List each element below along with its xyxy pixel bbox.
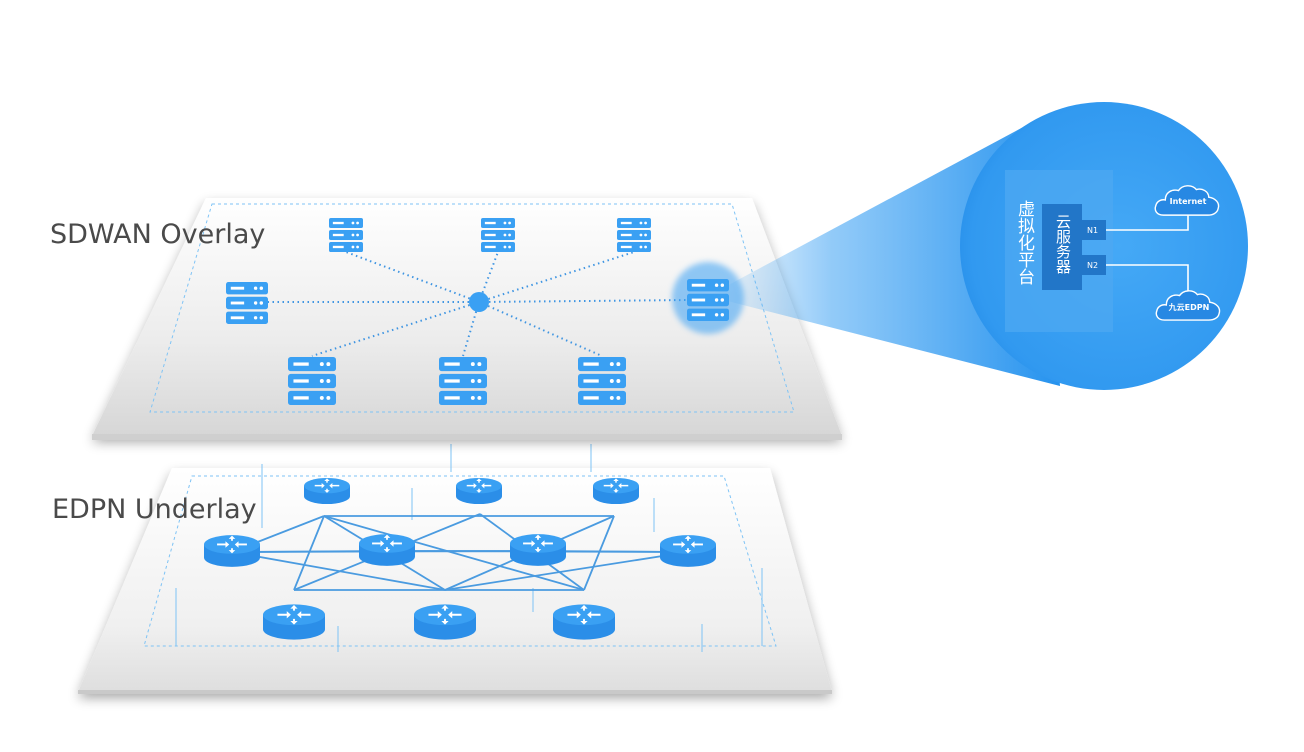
server-icon: [617, 218, 651, 252]
router-icon: [510, 534, 566, 566]
zoom-detail: 虚拟化平台 云服务器 N1 N2 Internet 九云EDPN: [960, 102, 1248, 390]
port-n2: [1082, 255, 1106, 275]
server-icon: [288, 357, 336, 405]
router-icon: [263, 604, 325, 640]
overlay-label: SDWAN Overlay: [50, 219, 265, 250]
server-icon: [226, 282, 268, 324]
vertical-guides: [175, 444, 763, 652]
router-icon: [456, 477, 502, 505]
overlay-plane: [92, 198, 842, 440]
cloud-server-box: [1042, 204, 1082, 290]
router-icon: [553, 604, 615, 640]
port-n1: [1082, 220, 1106, 240]
server-icon: [481, 218, 515, 252]
edpn-cloud-label: 九云EDPN: [1168, 302, 1210, 312]
platform-label: 虚拟化平台: [1014, 200, 1035, 285]
hub-dot-icon: [469, 292, 489, 312]
port-n2-label: N2: [1087, 261, 1098, 270]
underlay-label: EDPN Underlay: [52, 494, 257, 525]
internet-cloud-label: Internet: [1170, 197, 1207, 206]
router-icon: [593, 477, 639, 505]
overlay-links: [268, 251, 691, 357]
zoom-beam: [708, 118, 1060, 386]
server-icon: [329, 218, 363, 252]
underlay-mesh: [231, 513, 689, 591]
server-icon: [687, 279, 729, 321]
router-icon: [304, 477, 350, 505]
underlay-plane: [78, 468, 832, 694]
port-n1-label: N1: [1087, 226, 1098, 235]
cloud-server-label: 云服务器: [1054, 214, 1072, 274]
router-icon: [204, 535, 260, 567]
server-icon: [578, 357, 626, 405]
router-icon: [414, 604, 476, 640]
router-icon: [359, 534, 415, 566]
router-icon: [660, 535, 716, 567]
server-icon: [439, 357, 487, 405]
